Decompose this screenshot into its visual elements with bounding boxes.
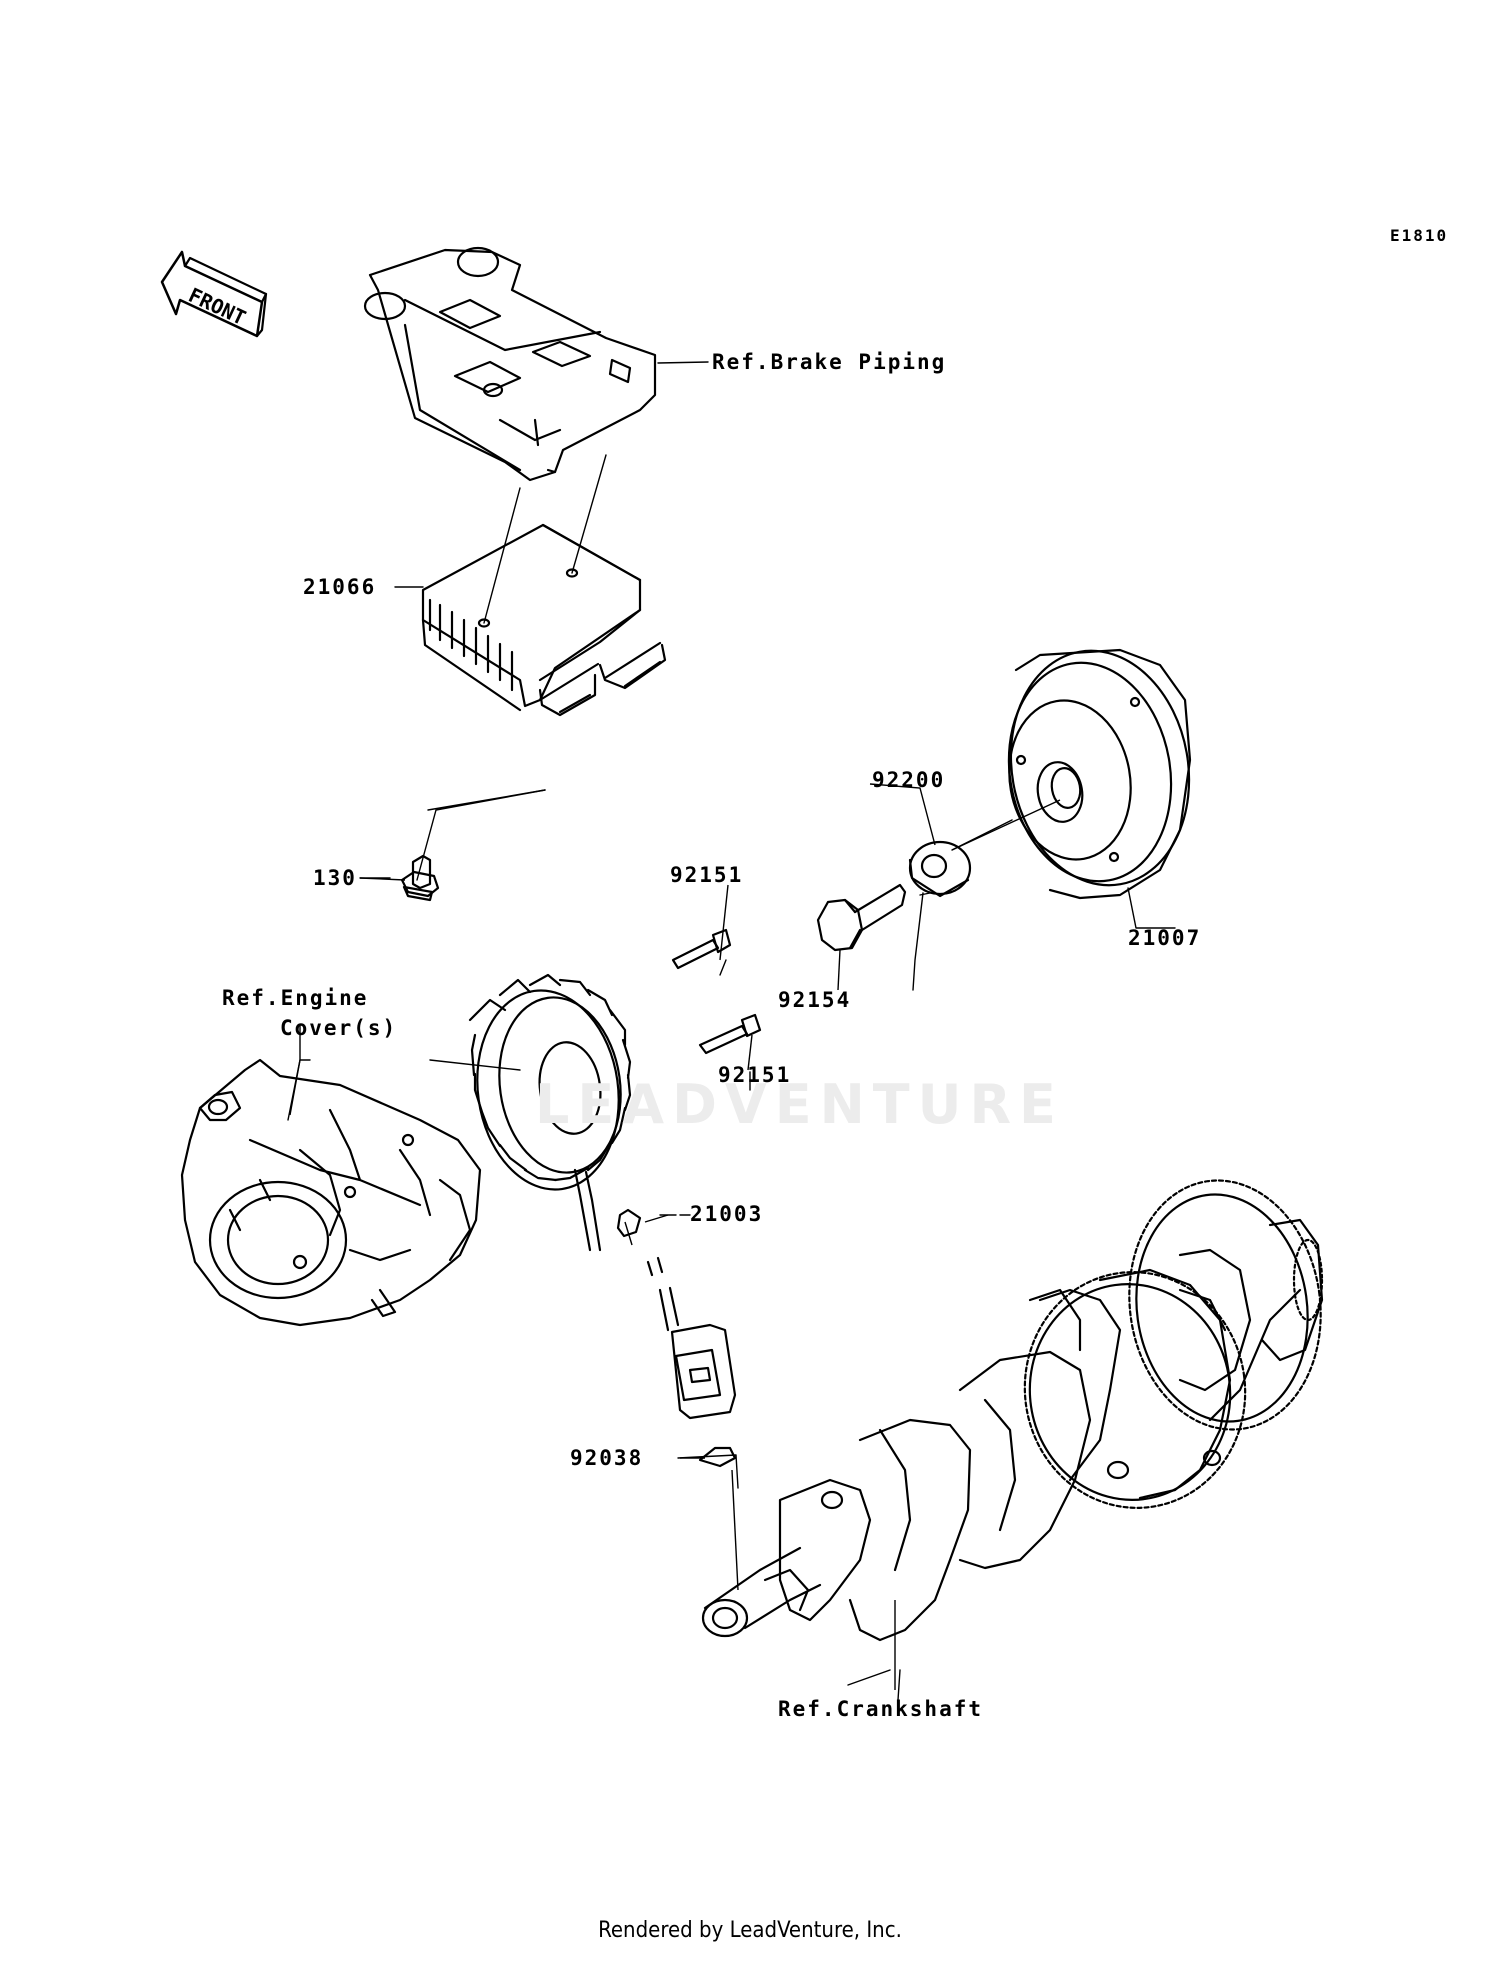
ecu-unit-drawing <box>421 523 667 717</box>
watermark: LEADVENTURE <box>535 1073 1064 1136</box>
label-92038[interactable]: 92038 <box>570 1446 644 1470</box>
label-ref-engine-cover-line1[interactable]: Ref.Engine <box>222 986 369 1010</box>
bolt-92154-drawing <box>816 883 907 952</box>
label-ref-engine-cover-line2[interactable]: Cover(s) <box>280 1016 398 1040</box>
label-92151-bottom[interactable]: 92151 <box>718 1063 792 1087</box>
diagram-code: E1810 <box>1390 226 1449 245</box>
callout-leaders <box>299 1059 691 1216</box>
crankshaft-drawing <box>701 1179 1324 1642</box>
label-ref-crankshaft[interactable]: Ref.Crankshaft <box>778 1697 984 1721</box>
footer-credit: Rendered by LeadVenture, Inc. <box>598 1918 902 1943</box>
leader-lines <box>287 361 1176 1701</box>
stator-21003-drawing <box>468 973 737 1420</box>
label-21003[interactable]: 21003 <box>690 1202 764 1226</box>
bolt-130-drawing <box>400 854 440 902</box>
washer-92200-drawing <box>908 840 972 898</box>
label-21066[interactable]: 21066 <box>303 575 377 599</box>
label-92154[interactable]: 92154 <box>778 988 852 1012</box>
bolt-92151-drawing <box>671 928 762 1055</box>
label-92151-top[interactable]: 92151 <box>670 863 744 887</box>
engine-cover-drawing <box>180 1058 482 1327</box>
label-21007[interactable]: 21007 <box>1128 926 1202 950</box>
bracket-drawing <box>363 246 657 482</box>
key-92038-drawing <box>698 1446 737 1468</box>
rotor-21007-drawing <box>1007 648 1192 900</box>
label-130[interactable]: 130 <box>313 866 357 890</box>
label-ref-brake-piping[interactable]: Ref.Brake Piping <box>712 350 947 374</box>
